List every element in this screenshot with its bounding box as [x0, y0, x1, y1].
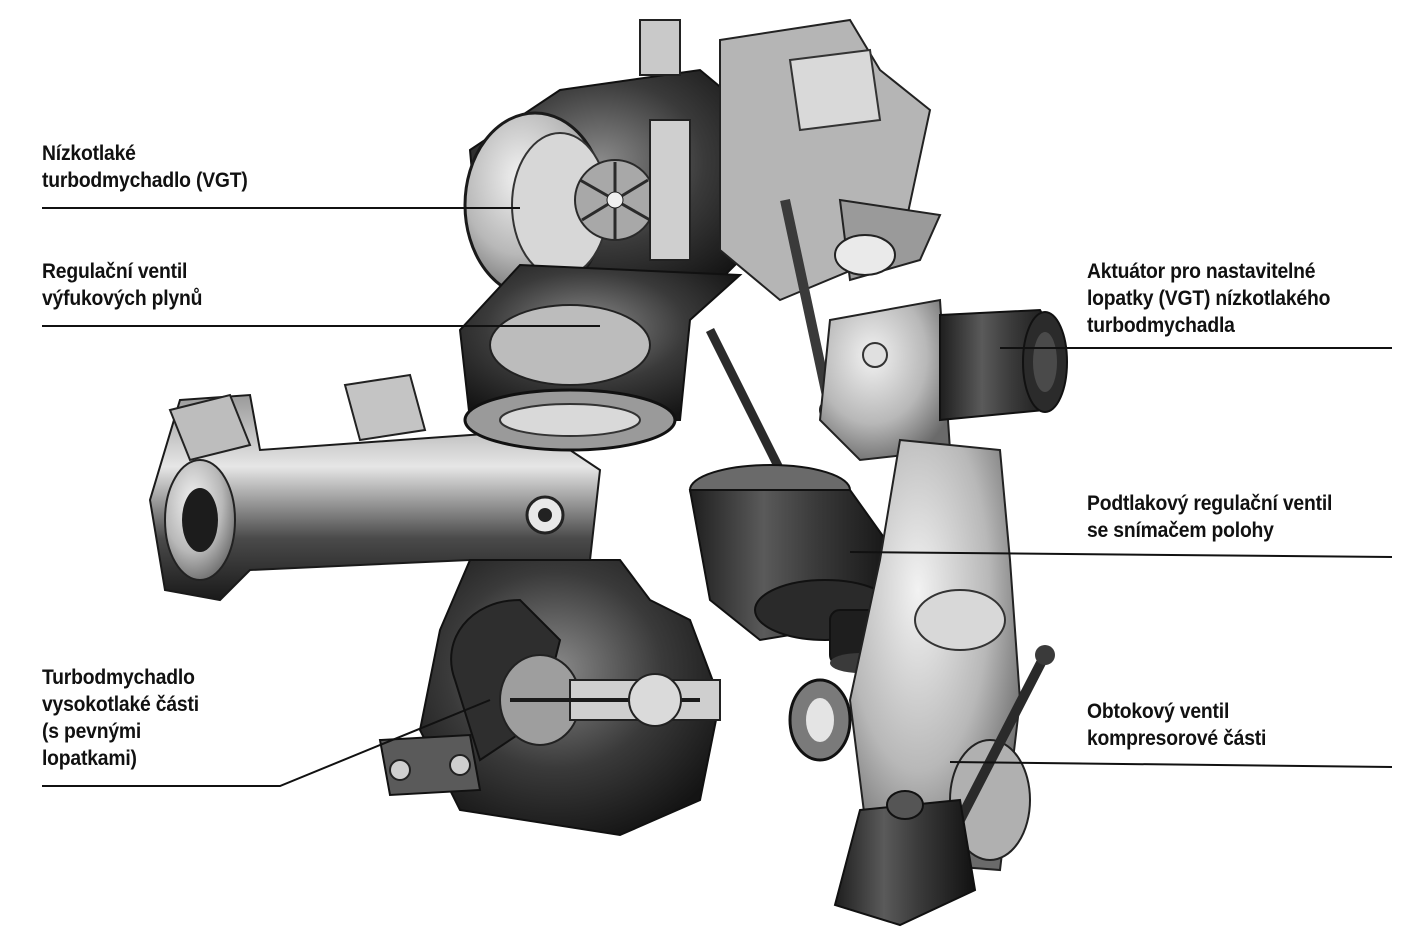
leader-lines: [42, 207, 1393, 787]
label-line: (s pevnými: [42, 720, 142, 743]
label-line: se snímačem polohy: [1087, 519, 1274, 542]
leader-compressor-bypass-valve: [949, 761, 1393, 768]
label-line: Regulační ventil: [42, 260, 188, 283]
label-line: vysokotlaké části: [42, 693, 199, 716]
label-line: výfukových plynů: [42, 287, 203, 310]
label-line: turbodmychadlo (VGT): [42, 169, 248, 192]
label-line: turbodmychadla: [1087, 314, 1235, 337]
bypass-valve-actuator: [833, 645, 1055, 927]
intake-block: [719, 18, 942, 302]
label-high-pressure-turbo: Turbodmychadlo vysokotlaké části (s pevn…: [42, 664, 199, 772]
exhaust-control-valve-housing: [458, 263, 743, 452]
label-line: Aktuátor pro nastavitelné: [1087, 260, 1316, 283]
label-line: lopatkami): [42, 747, 137, 770]
leader-vacuum-control-valve: [849, 551, 1393, 558]
label-exhaust-control-valve: Regulační ventil výfukových plynů: [42, 258, 202, 312]
label-line: lopatky (VGT) nízkotlakého: [1087, 287, 1331, 310]
vgt-actuator: [818, 298, 1068, 462]
label-line: Nízkotlaké: [42, 142, 136, 165]
label-vgt-actuator: Aktuátor pro nastavitelné lopatky (VGT) …: [1087, 258, 1330, 339]
label-line: Obtokový ventil: [1087, 700, 1230, 723]
label-vacuum-control-valve: Podtlakový regulační ventil se snímačem …: [1087, 490, 1332, 544]
label-compressor-bypass-valve: Obtokový ventil kompresorové části: [1087, 698, 1266, 752]
high-pressure-turbo: [378, 559, 852, 837]
leader-high-pressure-turbo: [42, 699, 491, 787]
label-line: Podtlakový regulační ventil: [1087, 492, 1333, 515]
label-line: kompresorové části: [1087, 727, 1267, 750]
low-pressure-turbo-housing: [463, 19, 762, 301]
exhaust-manifold: [148, 373, 602, 602]
label-low-pressure-turbo: Nízkotlaké turbodmychadlo (VGT): [42, 140, 248, 194]
label-line: Turbodmychadlo: [42, 666, 195, 689]
